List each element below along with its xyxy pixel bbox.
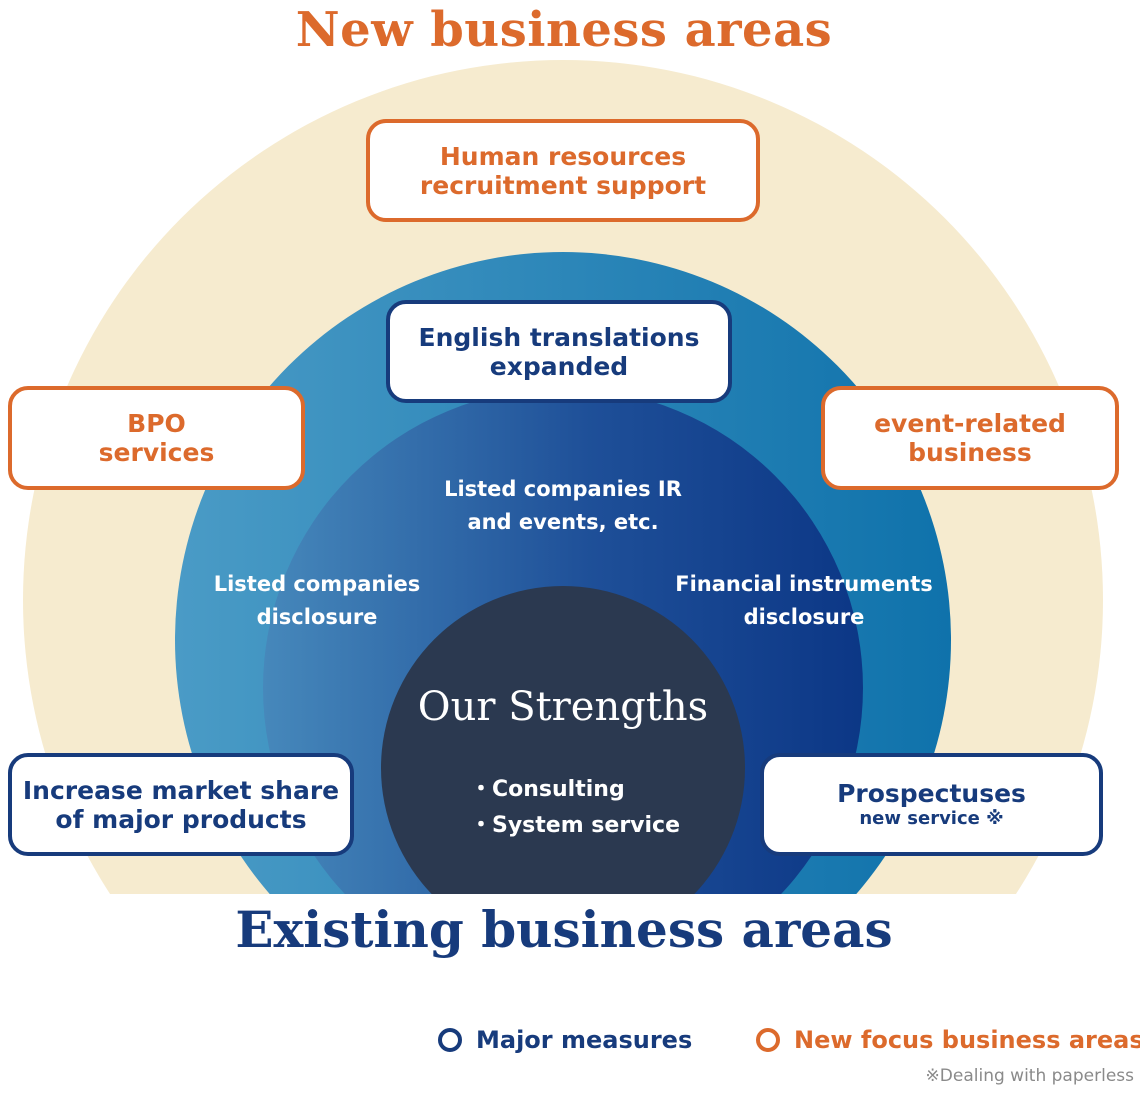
financial-disclosure-label: Financial instruments disclosure [664, 568, 944, 634]
our-strengths-title: Our Strengths [417, 684, 709, 730]
listed-ir-line-2: and events, etc. [467, 510, 659, 534]
hr-recruitment-box: Human resources recruitment support [366, 119, 760, 222]
listed-ir-line-1: Listed companies IR [444, 477, 682, 501]
bpo-services-line-1: BPO [127, 409, 186, 438]
legend-new-focus: New focus business areas [756, 1026, 1140, 1054]
prospectuses-title: Prospectuses [837, 779, 1026, 808]
prospectuses-box: Prospectuses new service ※ [760, 753, 1103, 856]
financial-disclosure-line-2: disclosure [743, 605, 865, 629]
english-translations-line-1: English translations [418, 322, 700, 352]
strengths-list: ・Consulting ・System service [470, 772, 680, 844]
hr-recruitment-line-2: recruitment support [419, 170, 707, 200]
listed-disclosure-line-2: disclosure [256, 605, 378, 629]
legend-new-focus-label: New focus business areas [794, 1026, 1140, 1054]
event-related-line-2: business [908, 438, 1032, 467]
financial-disclosure-line-1: Financial instruments [675, 572, 933, 596]
new-business-areas-title: New business areas [295, 2, 833, 58]
bpo-services-box: BPO services [8, 386, 305, 490]
strengths-item-system-service: ・System service [470, 813, 681, 838]
strengths-core-circle [381, 586, 745, 894]
legend-major-measures: Major measures [438, 1026, 692, 1054]
english-translations-box: English translations expanded [386, 300, 732, 403]
prospectuses-subtitle: new service ※ [859, 808, 1004, 829]
market-share-line-1: Increase market share [22, 775, 340, 805]
listed-ir-label: Listed companies IR and events, etc. [413, 473, 713, 539]
listed-disclosure-label: Listed companies disclosure [187, 568, 447, 634]
legend-major-label: Major measures [476, 1026, 693, 1054]
market-share-box: Increase market share of major products [8, 753, 354, 856]
event-related-box: event-related business [821, 386, 1119, 490]
market-share-line-2: of major products [55, 804, 307, 834]
hr-recruitment-line-1: Human resources [439, 141, 687, 171]
event-related-line-1: event-related [874, 409, 1066, 438]
blue-ring-icon [438, 1028, 462, 1052]
existing-business-areas-title: Existing business areas [235, 900, 893, 959]
listed-disclosure-line-1: Listed companies [213, 572, 421, 596]
english-translations-line-2: expanded [489, 351, 629, 381]
paperless-note: ※Dealing with paperless [925, 1066, 1134, 1086]
orange-ring-icon [756, 1028, 780, 1052]
strengths-item-consulting: ・Consulting [470, 777, 625, 802]
bpo-services-line-2: services [98, 438, 215, 467]
